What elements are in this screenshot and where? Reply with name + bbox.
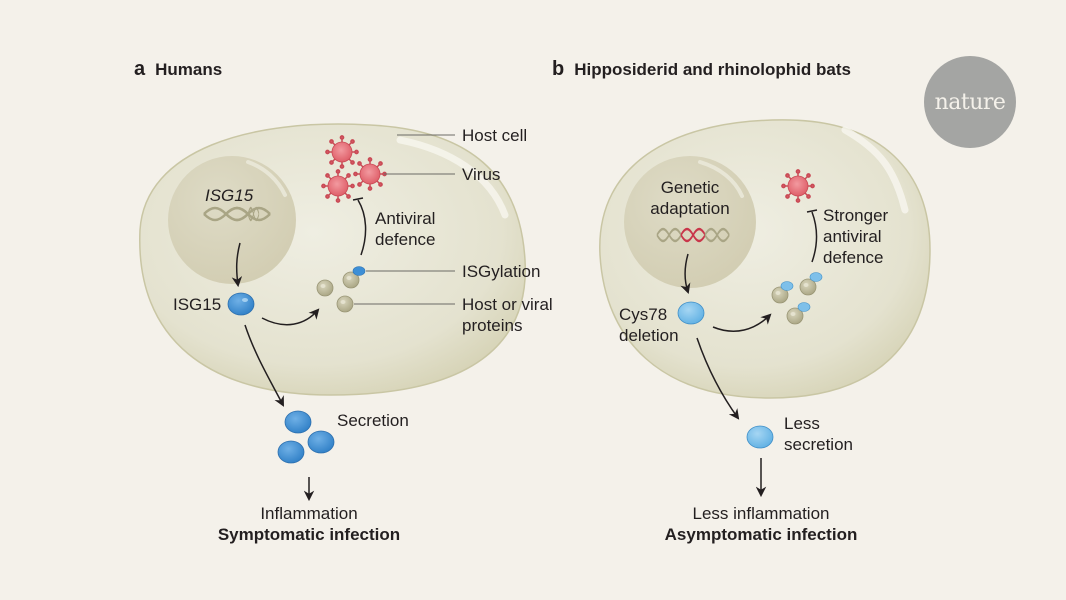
antiviral-label-line2: defence [375,230,436,249]
leader-lines-a [354,134,455,305]
panel-b-title: Hipposiderid and rhinolophid bats [574,60,851,79]
cys78-label-line2: deletion [619,326,679,345]
panel-a-title: Humans [155,60,223,79]
outcome-b-line2: Asymptomatic infection [664,525,858,544]
host-proteins-icon-b [771,272,823,325]
secreted-cys78-icon-b [746,425,774,449]
antiviral-inhibition-arc-a [357,199,367,256]
arrow-secretion-a [244,324,284,407]
less-secretion-line1: Less [784,414,820,433]
genetic-adaptation-line2: adaptation [650,199,730,218]
virus-icon-b [781,169,815,203]
stronger-antiviral-line1: Stronger [823,206,889,225]
proteins-label-line2: proteins [462,316,523,335]
virus-label: Virus [462,165,501,184]
arrow-secretion-b [696,337,740,420]
isgylation-label: ISGylation [462,262,541,281]
panel-a-letter: a [134,58,146,80]
secretion-label: Secretion [337,411,409,430]
cys78-protein-icon-b [677,301,705,325]
stronger-antiviral-line2: antiviral [823,227,882,246]
panel-b-header: b Hipposiderid and rhinolophid bats [552,58,851,81]
arrow-to-isgylation-b [712,313,772,332]
less-secretion-line2: secretion [784,435,853,454]
nucleus-b [624,156,756,288]
outcome-a-line1: Inflammation [260,504,358,523]
outcome-b-line1: Less inflammation [692,504,830,523]
host-cell-label: Host cell [462,126,528,145]
arrow-to-isgylation-a [261,308,320,326]
isg15-protein-label: ISG15 [173,295,222,314]
isg15-gene-label: ISG15 [205,186,254,205]
antiviral-label-line1: Antiviral [375,209,436,228]
genetic-adaptation-line1: Genetic [660,178,720,197]
arrow-gene-to-protein-a [231,242,243,288]
cys78-label-line1: Cys78 [619,305,668,324]
proteins-label-line1: Host or viral [462,295,553,314]
outcome-a-line2: Symptomatic infection [217,525,401,544]
secreted-isg15-icons-a [277,410,335,464]
panel-a-header: a Humans [134,58,222,81]
antiviral-inhibition-arc-b [811,211,818,263]
isg15-protein-icon-a [227,292,255,316]
host-proteins-icon-a [316,266,366,313]
nature-logo: nature [924,56,1016,148]
stronger-antiviral-line3: defence [823,248,884,267]
panel-b-letter: b [552,58,565,80]
arrow-gene-to-protein-b [680,253,691,294]
